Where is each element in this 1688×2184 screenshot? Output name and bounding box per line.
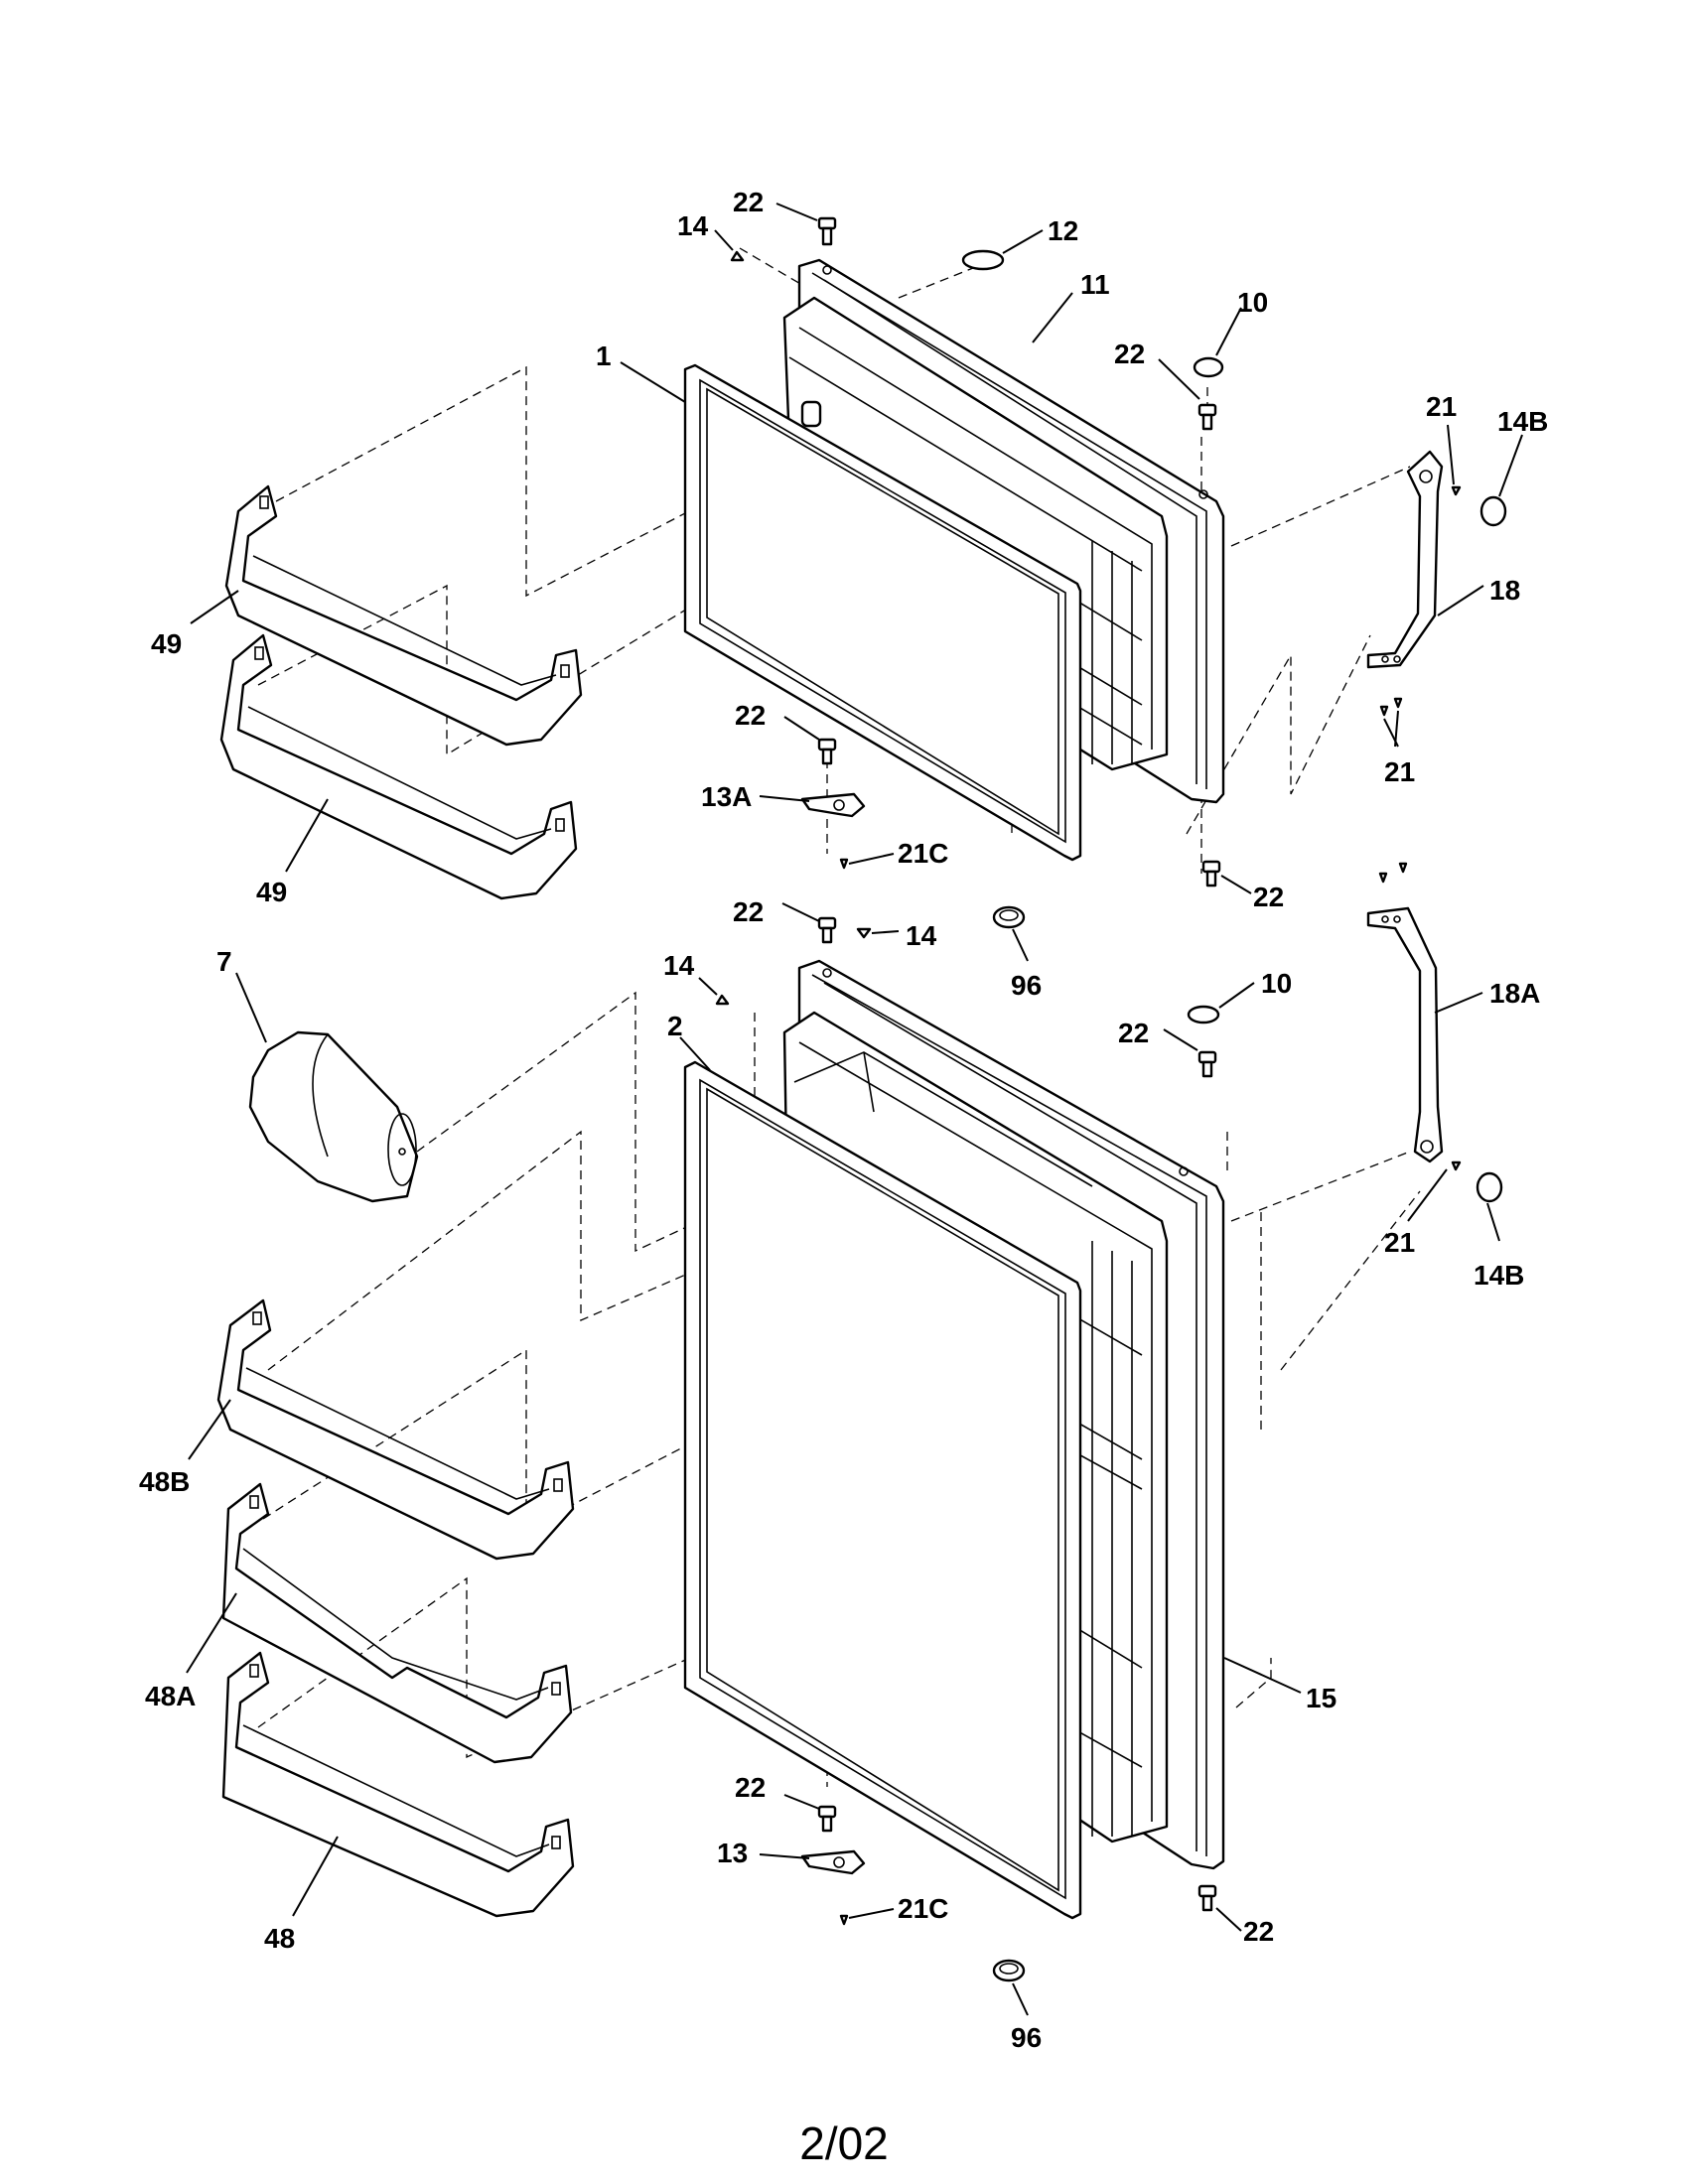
callout-2: 2 [667, 1011, 683, 1041]
callout-49-bottom: 49 [256, 877, 287, 907]
callout-10-lower: 10 [1261, 968, 1292, 999]
callout-14-upper: 14 [677, 210, 709, 241]
callout-7: 7 [216, 946, 232, 977]
bushing-icon [730, 250, 745, 262]
callout-48: 48 [264, 1923, 295, 1954]
callout-96-upper: 96 [1011, 970, 1042, 1001]
callout-48b: 48B [139, 1466, 190, 1497]
callout-18: 18 [1489, 575, 1520, 606]
fresh-food-door-hardware [715, 916, 1220, 1982]
callout-10-upper: 10 [1237, 287, 1268, 318]
callout-22-upper-lower-right: 22 [1253, 882, 1284, 912]
callout-21-handle-bottom: 21 [1384, 1227, 1415, 1258]
screw-icon [1197, 1050, 1217, 1078]
hinge-icon [800, 792, 866, 818]
callout-22-lower-top: 22 [733, 896, 764, 927]
callout-21-handle-top: 21 [1426, 391, 1457, 422]
callout-14-lower-left: 14 [663, 950, 695, 981]
callout-22-lower-bottom-right: 22 [1243, 1916, 1274, 1947]
door-bar-upper [224, 484, 583, 747]
callout-22-upper-right: 22 [1114, 339, 1145, 369]
callout-96-lower: 96 [1011, 2022, 1042, 2053]
callout-12: 12 [1048, 215, 1078, 246]
callout-22-upper-top: 22 [733, 187, 764, 217]
callout-21c-lower: 21C [898, 1893, 948, 1924]
screw-icon [1197, 403, 1217, 431]
callout-labels: 22 14 12 11 10 22 1 49 49 22 13A 21C 96 … [139, 187, 1548, 2053]
screw-icon [817, 1805, 837, 1833]
screw-icon [817, 916, 837, 944]
callout-21-handle-mid: 21 [1384, 756, 1415, 787]
callout-22-lower-right: 22 [1118, 1018, 1149, 1048]
callout-49-top: 49 [151, 628, 182, 659]
handle-screw-icon [1378, 485, 1507, 884]
screw-icon [1201, 860, 1221, 887]
callout-11: 11 [1080, 269, 1110, 300]
plug-icon [992, 905, 1026, 929]
freezer-door-gasket [683, 363, 1082, 862]
shelf-48b [216, 1298, 575, 1561]
callout-22-lower-hinge: 22 [735, 1772, 766, 1803]
fresh-food-door-gasket [683, 1060, 1082, 1920]
callout-15: 15 [1306, 1683, 1336, 1713]
shelf-48a [221, 1482, 573, 1764]
door-bar-lower [219, 633, 578, 900]
plug-icon [961, 249, 1005, 271]
freezer-door-handle [1366, 450, 1444, 669]
callout-21c-upper: 21C [898, 838, 948, 869]
callout-14b-handle-top: 14B [1497, 406, 1548, 437]
screw-icon [1197, 1884, 1217, 1912]
revision-date: 2/02 [799, 2117, 889, 2169]
handle-screw-icon [1451, 1160, 1503, 1203]
cap-icon [1187, 1005, 1220, 1024]
bushing-icon [856, 927, 872, 939]
callout-13a: 13A [701, 781, 752, 812]
bushing-icon [715, 994, 730, 1006]
hinge-icon [800, 1849, 866, 1875]
callout-14b-handle-bottom: 14B [1474, 1260, 1524, 1291]
cap-icon [1193, 356, 1224, 378]
plug-icon [992, 1959, 1026, 1982]
dairy-door [248, 1030, 419, 1203]
screw-icon [817, 216, 837, 246]
screw-icon [817, 738, 837, 765]
callout-13: 13 [717, 1838, 748, 1868]
callout-1: 1 [596, 341, 612, 371]
shelf-48 [221, 1651, 575, 1918]
callout-22-upper-hinge: 22 [735, 700, 766, 731]
fresh-food-door-handle [1366, 906, 1444, 1163]
callout-leader-lines [186, 203, 1523, 2016]
screw-icon [839, 1914, 849, 1926]
callout-14-lower-right: 14 [906, 920, 937, 951]
callout-48a: 48A [145, 1681, 196, 1711]
freezer-door-hardware [730, 216, 1224, 929]
callout-18a: 18A [1489, 978, 1540, 1009]
screw-icon [839, 858, 849, 870]
